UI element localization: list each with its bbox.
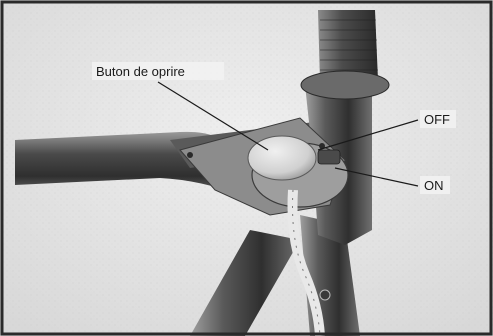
on-off-switch[interactable] (318, 150, 340, 164)
stop-button-label: Buton de oprire (96, 64, 185, 79)
grip-collar (301, 71, 389, 99)
bolt-icon (187, 152, 193, 158)
off-label: OFF (424, 112, 450, 127)
on-label: ON (424, 178, 444, 193)
stop-button[interactable] (248, 136, 316, 180)
bolt-icon (320, 290, 330, 300)
